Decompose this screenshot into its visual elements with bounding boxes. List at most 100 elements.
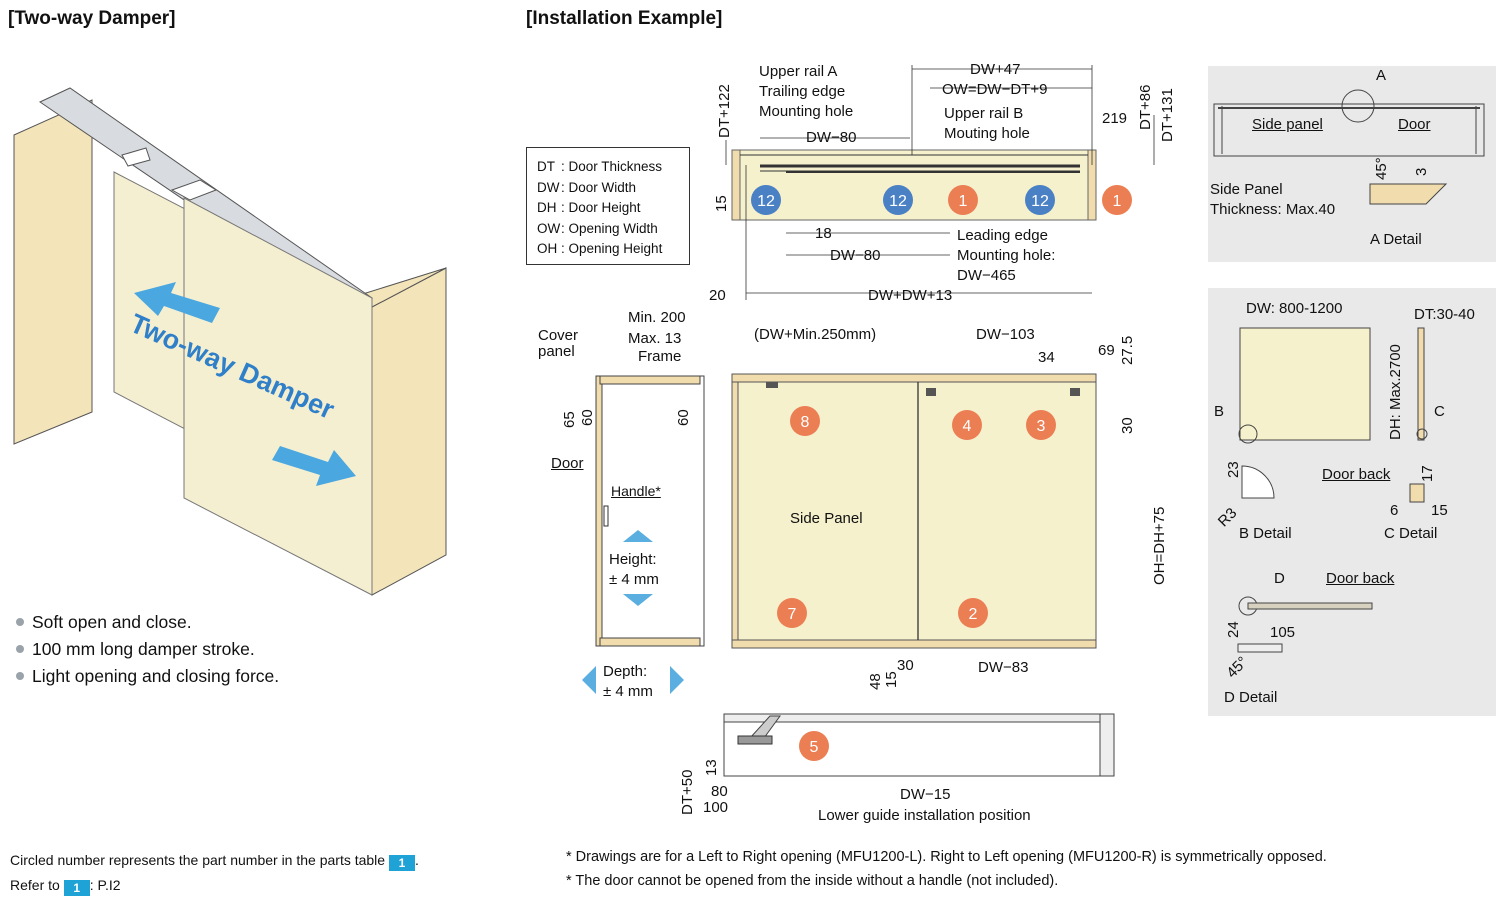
label-door-a: Door xyxy=(1398,116,1431,133)
dim-69: 69 xyxy=(1098,342,1115,359)
side-view-drawing xyxy=(595,375,705,647)
dim-219: 219 xyxy=(1102,110,1128,127)
dim-dw-47: DW+47 xyxy=(970,61,1021,78)
top-part-markers: 12 12 1 12 1 xyxy=(751,185,1132,215)
part-marker-12 xyxy=(751,185,781,215)
dim-dt86: DT+86 xyxy=(1137,84,1154,130)
part-marker-12 xyxy=(1025,185,1055,215)
dim-dw-min250: (DW+Min.250mm) xyxy=(754,326,877,343)
dim-65: 65 xyxy=(561,411,578,428)
label-handle: Handle* xyxy=(611,483,661,499)
dim-15-c: 15 xyxy=(1431,502,1448,519)
label-side-panel: Side Panel xyxy=(790,510,863,527)
part-label: 5 xyxy=(810,739,819,756)
dim-dw-range: DW: 800-1200 xyxy=(1246,300,1343,317)
dim-13: 13 xyxy=(703,759,720,776)
feature-item: Light opening and closing force. xyxy=(16,666,279,687)
detail-a-panel xyxy=(1208,66,1496,262)
part-label: 12 xyxy=(1031,193,1049,210)
part-marker-5 xyxy=(799,731,829,761)
footnote-drawings: * Drawings are for a Left to Right openi… xyxy=(566,849,1327,865)
detail-a-drawing xyxy=(1213,89,1485,205)
part-marker-7 xyxy=(777,598,807,628)
caption-d-detail: D Detail xyxy=(1224,689,1278,706)
door-detail-drawing xyxy=(1237,327,1428,653)
part-label: 3 xyxy=(1037,418,1046,435)
part-marker-12 xyxy=(883,185,913,215)
dim-45: 45° xyxy=(1373,157,1390,180)
legend-row: DH: Door Height xyxy=(537,200,641,216)
part-label: 2 xyxy=(969,606,978,623)
top-view-drawing xyxy=(725,65,1155,300)
dim-23: 23 xyxy=(1225,461,1242,478)
damper-illustration: Two-way Damper xyxy=(13,87,447,596)
part-marker-2 xyxy=(958,598,988,628)
legend-row: DW: Door Width xyxy=(537,179,637,195)
dim-18: 18 xyxy=(815,225,832,242)
footnote-circled-number: Circled number represents the part numbe… xyxy=(10,852,419,871)
dim-17: 17 xyxy=(1419,465,1436,482)
part-label: 12 xyxy=(757,193,775,210)
label-frame: Frame xyxy=(638,348,682,365)
dim-100: 100 xyxy=(703,799,729,816)
dim-105: 105 xyxy=(1270,624,1296,641)
dim-dt-range: DT:30-40 xyxy=(1414,306,1475,323)
legend-row: DT: Door Thickness xyxy=(537,159,663,174)
footnote-handle: * The door cannot be opened from the ins… xyxy=(566,873,1059,889)
dim-dw80-bottom: DW−80 xyxy=(830,247,881,264)
part-label: 7 xyxy=(788,606,797,623)
dim-total: DW+DW+13 xyxy=(868,287,953,304)
part-marker-1 xyxy=(1102,185,1132,215)
dim-dw83: DW−83 xyxy=(978,659,1029,676)
dim-6: 6 xyxy=(1390,502,1399,519)
dim-60-left: 60 xyxy=(579,409,596,426)
dim-min200: Min. 200 xyxy=(628,309,686,326)
dim-30-vertical: 30 xyxy=(1119,417,1136,434)
depth-arrows xyxy=(582,666,684,694)
part-label: 8 xyxy=(801,414,810,431)
marker-d: D xyxy=(1274,570,1285,587)
dim-max13: Max. 13 xyxy=(628,330,682,347)
caption-c-detail: C Detail xyxy=(1384,525,1438,542)
legend-row: OH: Opening Height xyxy=(537,241,663,257)
marker-b: B xyxy=(1214,403,1225,420)
label-depth-adjust: Depth:± 4 mm xyxy=(603,663,653,700)
dim-dt50: DT+50 xyxy=(679,769,696,815)
dim-dw15: DW−15 xyxy=(900,786,951,803)
caption-b-detail: B Detail xyxy=(1239,525,1292,542)
bottom-view-drawing: 5 xyxy=(723,713,1115,777)
feature-item: 100 mm long damper stroke. xyxy=(16,639,255,660)
dim-ow: OW=DW−DT+9 xyxy=(942,81,1048,98)
dim-15: 15 xyxy=(713,195,730,212)
heading-installation-example: [Installation Example] xyxy=(526,8,723,29)
dim-dw80-top: DW−80 xyxy=(806,129,857,146)
front-part-markers: 8 4 3 7 2 xyxy=(777,406,1056,628)
part-label: 4 xyxy=(963,418,972,435)
part-label: 12 xyxy=(889,193,907,210)
dim-dt131: DT+131 xyxy=(1159,88,1176,142)
feature-item: Soft open and close. xyxy=(16,612,192,633)
label-height-adjust: Height:± 4 mm xyxy=(609,551,659,588)
caption-a-detail: A Detail xyxy=(1370,231,1422,248)
caption-lower-guide: Lower guide installation position xyxy=(818,807,1031,824)
dim-34: 34 xyxy=(1038,349,1055,366)
dim-60-right: 60 xyxy=(675,409,692,426)
dim-80: 80 xyxy=(711,783,728,800)
dim-3: 3 xyxy=(1413,167,1430,176)
part-marker-4 xyxy=(952,410,982,440)
detail-a-marker: A xyxy=(1376,67,1387,84)
dim-dh-max: DH: Max.2700 xyxy=(1387,344,1404,440)
dim-48: 48 xyxy=(867,673,884,690)
dim-dt122: DT+122 xyxy=(716,84,733,138)
part-ref-badge: 1 xyxy=(388,855,415,871)
part-label: 1 xyxy=(1113,193,1122,210)
label-door: Door xyxy=(551,455,584,472)
part-ref-badge: 1 xyxy=(63,880,90,896)
abbreviation-legend: DT: Door Thickness DW: Door Width DH: Do… xyxy=(526,147,690,265)
heading-two-way-damper: [Two-way Damper] xyxy=(8,8,176,29)
